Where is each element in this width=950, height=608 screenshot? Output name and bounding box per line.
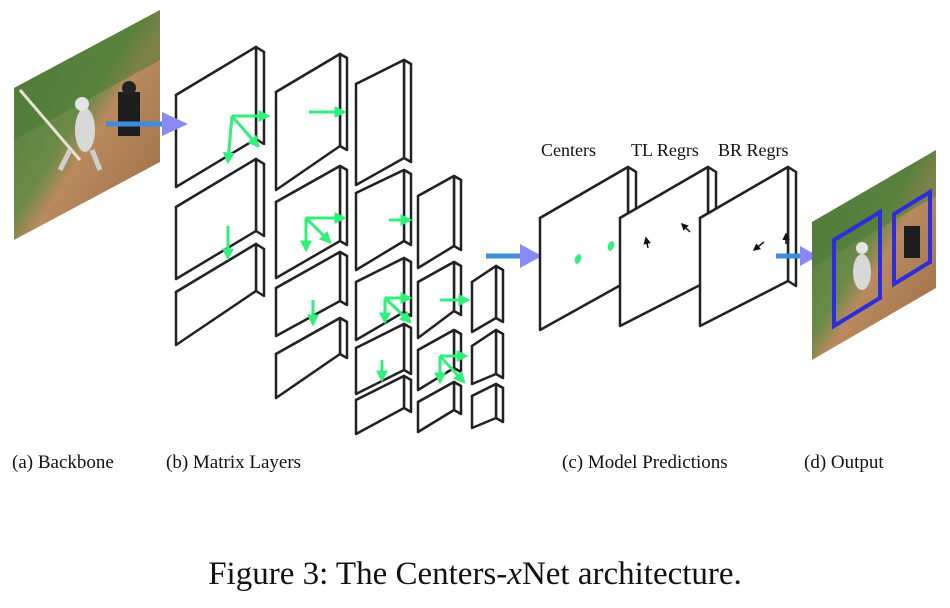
tl-regrs-label: TL Regrs — [631, 140, 699, 160]
label-output: (d) Output — [804, 452, 884, 473]
regression-arrows — [643, 222, 790, 251]
backbone-input-image — [14, 10, 160, 240]
figure-caption: Figure 3: The Centers-xNet architecture. — [0, 556, 950, 593]
output-image — [812, 150, 936, 360]
caption-suffix: Net architecture. — [521, 556, 742, 592]
caption-variable: x — [507, 556, 522, 592]
caption-prefix: Figure 3: The Centers- — [208, 556, 508, 592]
flow-arrow-predictions — [486, 244, 542, 268]
flow-arrow-output — [776, 246, 818, 266]
prediction-maps — [538, 165, 798, 332]
center-heatmap-blobs — [574, 241, 615, 264]
green-arrows — [222, 106, 471, 385]
label-model-predictions: (c) Model Predictions — [562, 452, 728, 473]
bounding-boxes — [832, 188, 932, 330]
centers-label: Centers — [541, 140, 596, 160]
matrix-layers — [174, 45, 505, 436]
label-matrix-layers: (b) Matrix Layers — [166, 452, 302, 473]
label-backbone: (a) Backbone — [12, 452, 114, 473]
br-regrs-label: BR Regrs — [718, 140, 789, 160]
flow-arrow-backbone — [106, 112, 188, 136]
